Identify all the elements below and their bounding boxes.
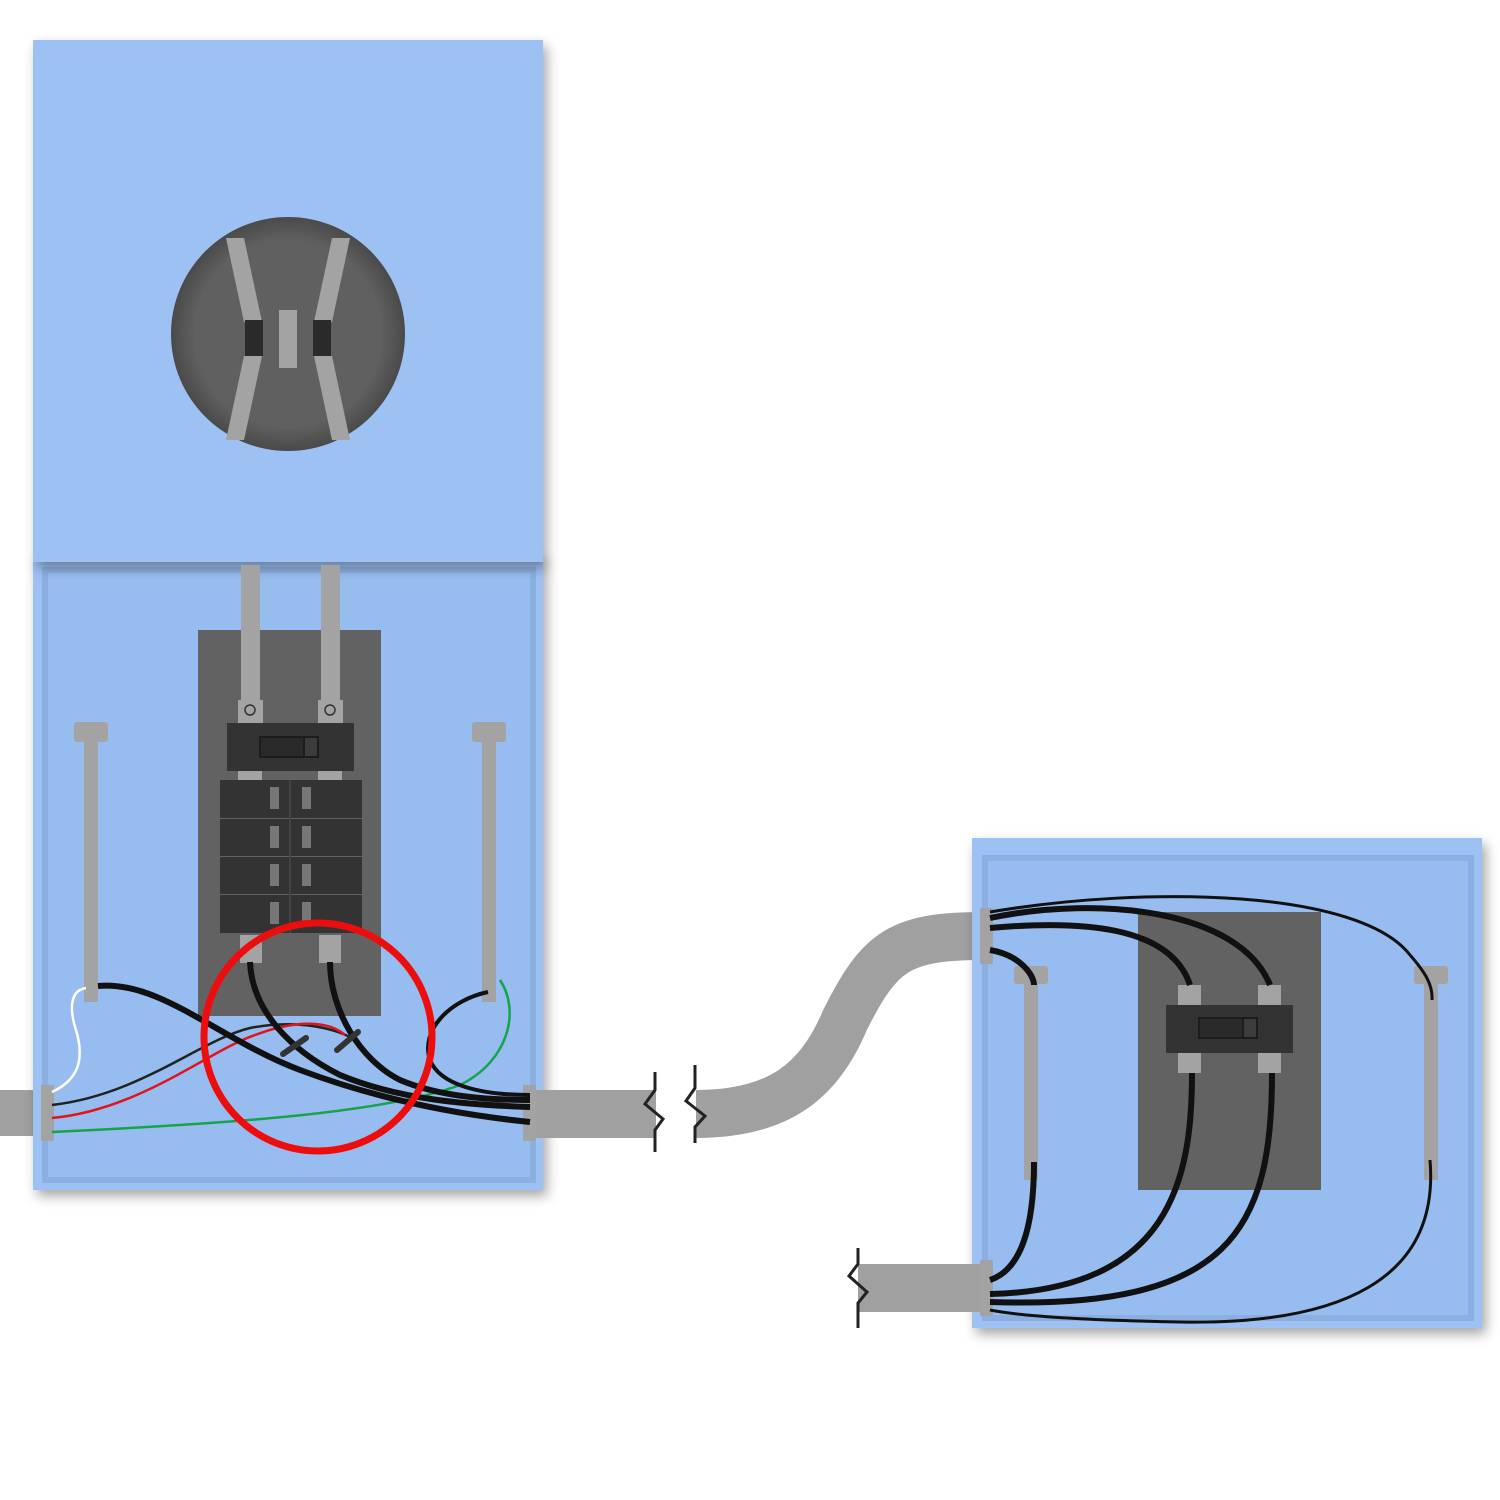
conduit-break-icon-branch xyxy=(846,1248,870,1328)
sub-wire-l2-out xyxy=(989,1072,1275,1306)
feeder-conduit-right xyxy=(695,912,986,1138)
highlight-circle-icon xyxy=(200,919,436,1155)
sub-wire-l1-in xyxy=(989,922,1193,987)
ground-bar-right xyxy=(472,722,506,1002)
sub-wire-ground-out xyxy=(989,1159,1433,1324)
branch-conduit xyxy=(858,1264,980,1312)
sub-wire-l2-in xyxy=(989,905,1273,987)
conduit-break-icon-right xyxy=(683,1065,708,1143)
sub-wire-l1-out xyxy=(989,1072,1195,1297)
subpanel-breaker-icon xyxy=(1166,1005,1293,1053)
meter-socket-icon xyxy=(171,217,405,451)
sub-wire-ground-in xyxy=(989,895,1434,1001)
main-breaker-icon xyxy=(227,723,354,771)
wire-black-l1-feeder xyxy=(247,961,531,1110)
sub-wire-neutral-in xyxy=(989,947,1037,986)
feeder-conduit-left xyxy=(536,1090,656,1138)
neutral-bar-left xyxy=(74,722,108,1002)
conduit-break-icon-left xyxy=(642,1072,666,1152)
feed-bar-left xyxy=(241,565,260,710)
wire-white-service xyxy=(51,986,87,1094)
wire-black-service xyxy=(51,1022,356,1107)
subpanel xyxy=(972,838,1482,1328)
wire-black-neutral-feeder xyxy=(97,982,531,1125)
meter-main-panel xyxy=(33,40,543,1190)
sub-wire-neutral-out xyxy=(988,1161,1037,1283)
wire-black-l2-feeder xyxy=(327,961,531,1103)
breaker-stack-icon xyxy=(220,780,362,933)
feed-bar-right xyxy=(321,565,340,710)
subpanel-ground-bar xyxy=(1414,966,1448,1180)
